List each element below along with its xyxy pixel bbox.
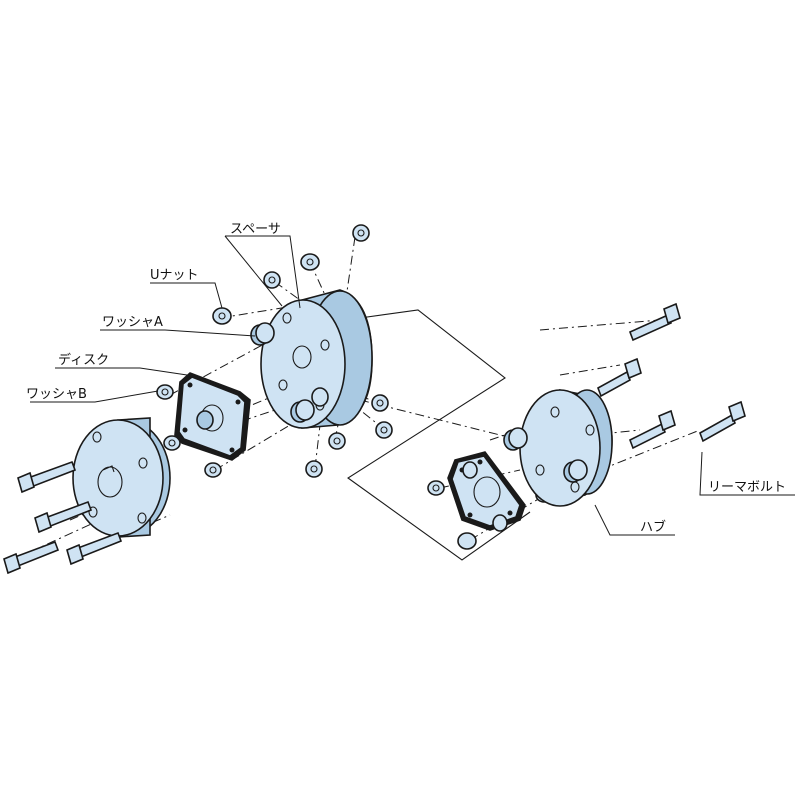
reamer-bolt	[699, 400, 746, 443]
reamer-bolt	[3, 540, 60, 575]
washer-a	[462, 461, 478, 479]
left-reamer-bolts	[3, 460, 123, 575]
washer-b	[457, 532, 477, 550]
reamer-bolt	[34, 500, 93, 534]
washer-a	[290, 399, 315, 423]
u-nut	[300, 253, 320, 271]
reamer-bolt	[17, 460, 77, 494]
label-washer-b: ワッシャB	[26, 387, 87, 402]
right-reamer-bolts	[597, 302, 746, 450]
label-hub: ハブ	[640, 519, 666, 535]
label-u-nut: Uナット	[150, 268, 199, 283]
left-washers	[156, 384, 222, 478]
u-nut	[263, 271, 281, 289]
reamer-bolt	[628, 409, 676, 450]
u-nut	[375, 421, 393, 439]
reamer-bolt	[66, 531, 123, 566]
u-nut	[305, 460, 323, 478]
u-nut	[212, 307, 232, 325]
reamer-bolt	[628, 302, 681, 342]
leader-lines	[30, 235, 795, 536]
washer-a	[503, 427, 528, 451]
washer-a	[492, 514, 508, 532]
u-nut	[328, 432, 346, 450]
reamer-bolt	[597, 357, 642, 398]
label-reamer-bolt: リーマボルト	[708, 480, 786, 495]
washer-a	[311, 387, 329, 407]
washer-b	[156, 384, 174, 400]
right-disc	[447, 451, 526, 532]
washer-a	[563, 459, 588, 483]
u-nut	[352, 224, 370, 242]
label-spacer: スペーサ	[230, 222, 281, 237]
washer-b	[427, 480, 445, 496]
u-nuts	[212, 224, 393, 478]
left-disc	[174, 372, 251, 461]
spacer	[250, 289, 373, 429]
left-hub	[72, 417, 171, 538]
washer-a	[250, 322, 275, 346]
labels: スペーサ Uナット ワッシャA ディスク ワッシャB リーマボルト ハブ	[26, 222, 786, 535]
label-washer-a: ワッシャA	[102, 315, 163, 330]
washer-b	[204, 462, 222, 478]
u-nut	[371, 394, 389, 412]
washer-b	[163, 435, 181, 451]
right-hub	[503, 389, 613, 507]
label-disc: ディスク	[58, 352, 109, 368]
